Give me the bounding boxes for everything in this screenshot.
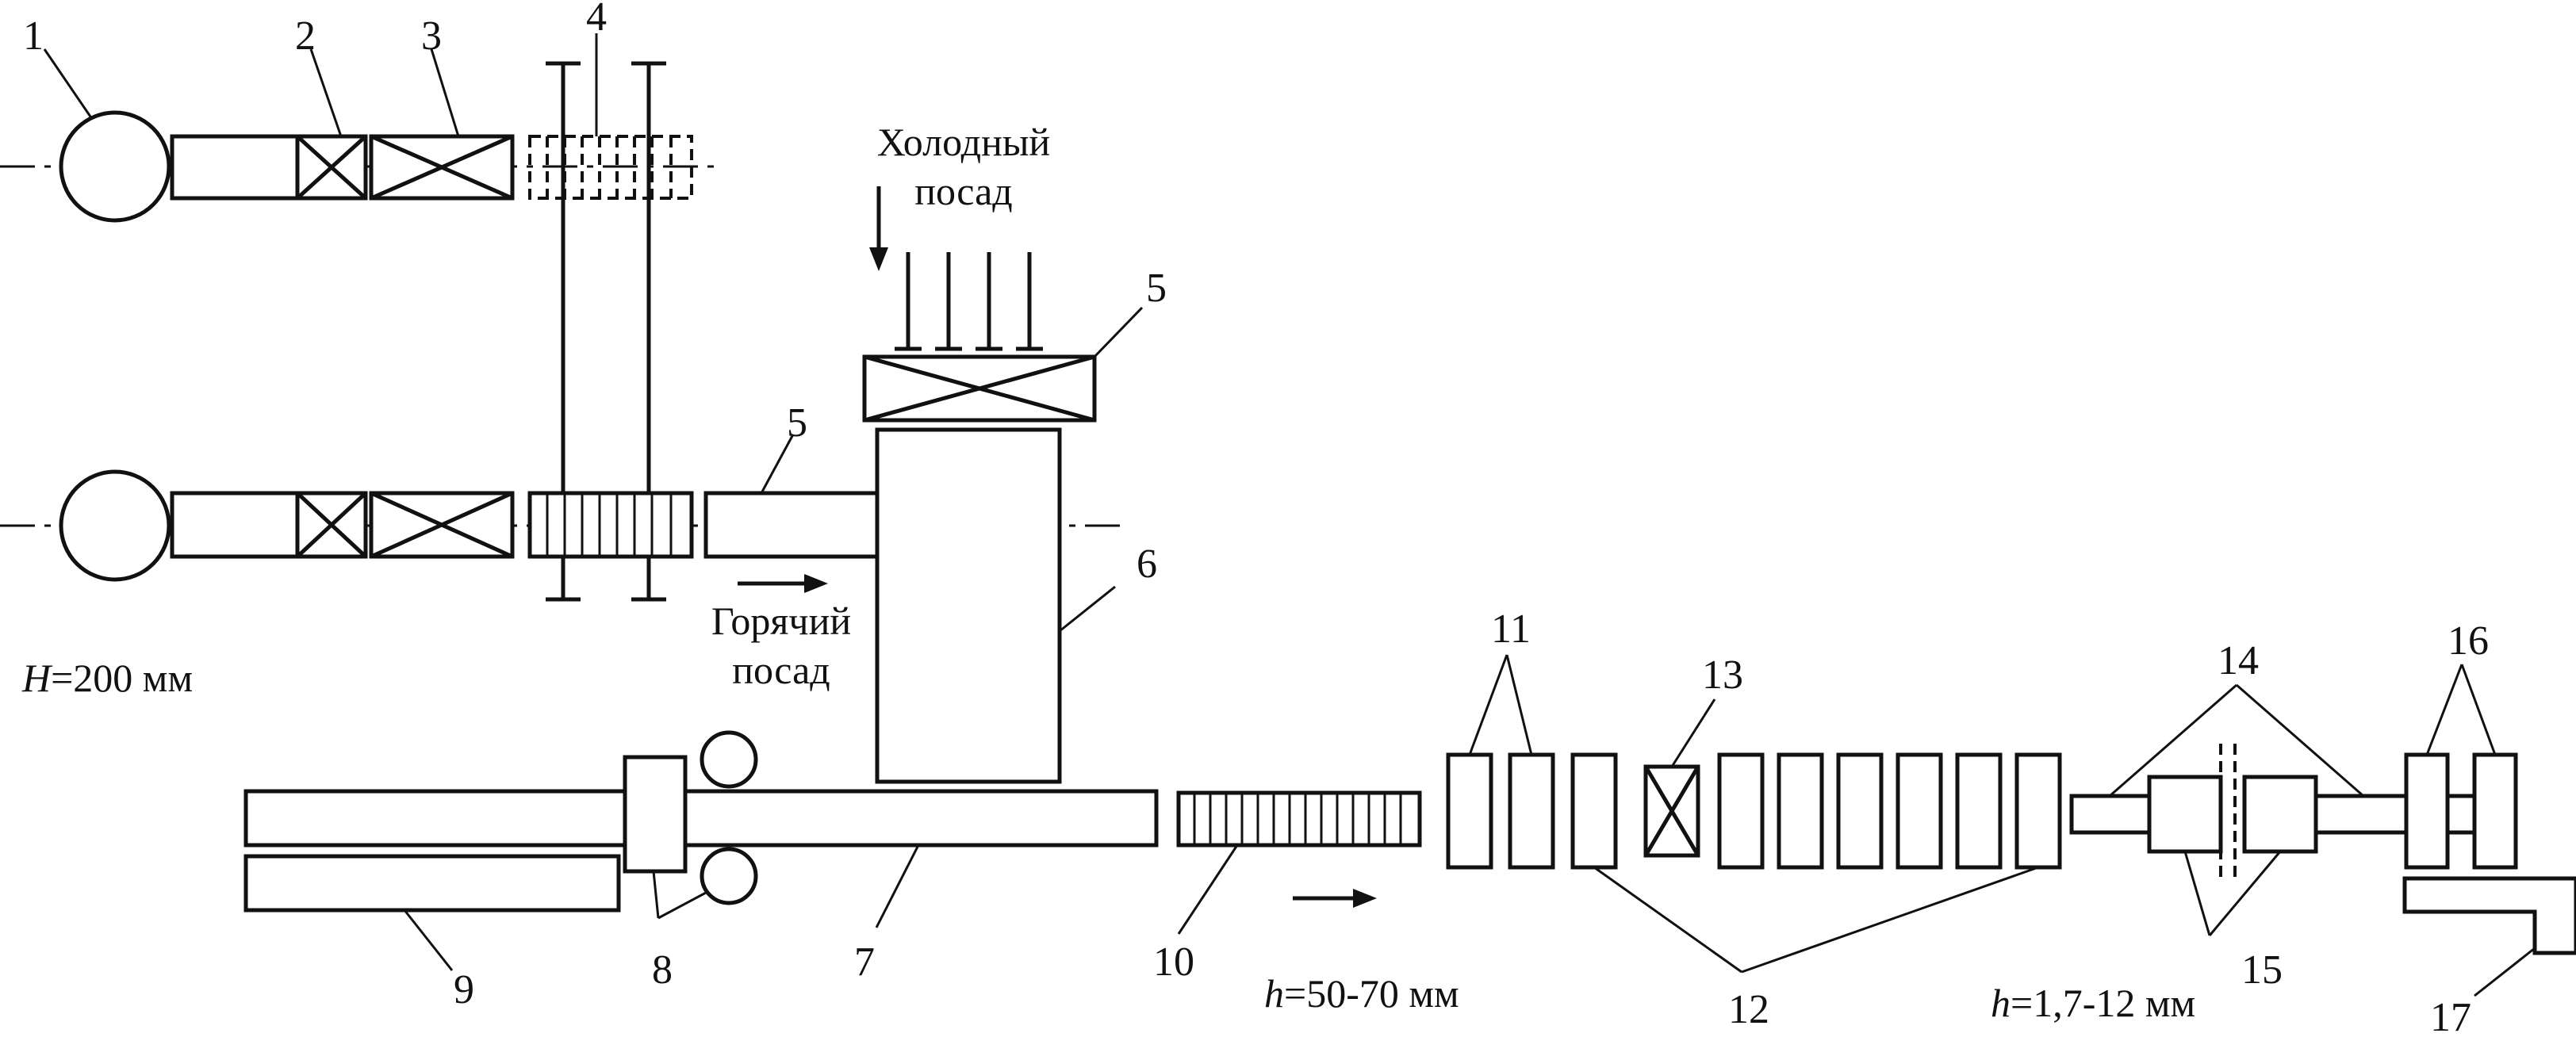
cold-charge-line1: Холодный <box>877 120 1050 164</box>
coiler-16-b <box>2472 752 2518 870</box>
finishing-stands <box>1446 752 2062 870</box>
pinch-roll-top <box>700 730 758 789</box>
top-dashed-rolls-4 <box>528 135 693 200</box>
label-6: 6 <box>1137 541 1157 587</box>
roller-table-7 <box>243 789 1159 848</box>
conveyor-17 <box>2402 876 2576 955</box>
shaft-top <box>170 134 300 201</box>
stand-12-b <box>1717 752 1765 870</box>
cold-charge-line2: посад <box>914 169 1012 213</box>
transfer-bar-thickness-label: h=50-70 мм <box>1264 971 1459 1016</box>
label-13: 13 <box>1702 652 1743 698</box>
hot-charge-line1: Горячий <box>711 599 851 643</box>
top-drive-line <box>0 110 718 223</box>
direction-arrows <box>738 574 1377 908</box>
motor-lower <box>59 469 171 582</box>
label-12: 12 <box>1728 987 1769 1032</box>
label-9: 9 <box>454 967 474 1012</box>
runout-table-right <box>2313 794 2409 835</box>
lower-drive-line <box>0 469 1126 582</box>
label-2: 2 <box>295 13 316 59</box>
stand-11-a <box>1446 752 1493 870</box>
label-3: 3 <box>421 13 442 59</box>
label-17: 17 <box>2430 995 2471 1037</box>
number-labels: 1 2 3 4 5 5 6 7 8 9 10 11 12 13 14 15 16… <box>23 0 2489 1037</box>
label-11: 11 <box>1491 607 1531 652</box>
coiler-15-a <box>2147 775 2223 854</box>
label-15: 15 <box>2241 947 2283 993</box>
stand-12-first <box>1570 752 1618 870</box>
shaft-lower <box>170 491 300 559</box>
stand-11-b <box>1508 752 1555 870</box>
label-5-mid: 5 <box>787 400 807 446</box>
cold-charge-pushers <box>895 252 1043 351</box>
roll-bank-10 <box>1176 790 1422 848</box>
feed-conveyor-5 <box>703 491 880 559</box>
label-4: 4 <box>586 0 607 40</box>
coil-box-9 <box>243 854 621 913</box>
stand-12-last <box>2014 752 2062 870</box>
label-7: 7 <box>854 939 875 985</box>
stand-12-f <box>1955 752 2003 870</box>
leader-lines <box>43 33 2536 997</box>
hot-charge-line2: посад <box>732 648 830 692</box>
shear-8 <box>623 755 688 874</box>
stand-12-e <box>1896 752 1943 870</box>
text-labels: Холодный посад Горячий посад H=200 мм h=… <box>21 120 2195 1025</box>
slab-thickness-label: H=200 мм <box>21 656 193 700</box>
lower-rolls <box>527 491 694 559</box>
label-8: 8 <box>652 947 673 993</box>
stand-12-c <box>1777 752 1824 870</box>
coiler-16-a <box>2404 752 2450 870</box>
coiler-15-b <box>2242 775 2318 854</box>
label-10: 10 <box>1153 939 1194 985</box>
label-16: 16 <box>2448 618 2489 664</box>
label-5-top: 5 <box>1146 266 1167 311</box>
strip-thickness-label: h=1,7-12 мм <box>1991 981 2195 1025</box>
furnace-group <box>862 186 1097 784</box>
stand-12-d <box>1836 752 1884 870</box>
runout-group <box>2069 744 2576 955</box>
runout-table-left <box>2069 794 2152 835</box>
label-14: 14 <box>2218 638 2259 683</box>
motor-1 <box>59 110 171 223</box>
roller-table-group <box>243 730 1159 913</box>
pinch-roll-bottom <box>700 847 758 905</box>
furnace-6 <box>875 427 1062 784</box>
label-1: 1 <box>23 13 44 59</box>
